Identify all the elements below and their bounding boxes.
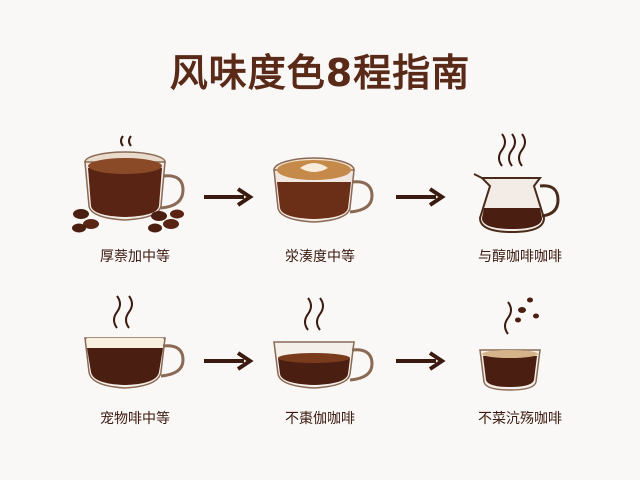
- step-5: 不棗伽咖啡: [240, 290, 400, 440]
- latte-cup-icon: [273, 157, 374, 223]
- step-1: 厚萘加中等: [55, 128, 215, 278]
- glass-coffee-cup-icon: [273, 297, 374, 389]
- step-label: 不棗伽咖啡: [285, 411, 355, 427]
- step-3: 与醇咖啡咖啡: [440, 128, 600, 278]
- arrow-right-icon: [200, 350, 256, 372]
- step-label: 泶湊度中等: [285, 249, 355, 265]
- step-label: 不菜沆殇咖啡: [478, 411, 562, 427]
- glass-with-beans-icon: [479, 297, 541, 391]
- coffee-carafe-icon: [473, 133, 560, 234]
- arrow-right-icon: [392, 186, 448, 208]
- step-6: 不菜沆殇咖啡: [440, 290, 600, 440]
- step-label: 宠物啡中等: [100, 411, 170, 427]
- step-4: 宠物啡中等: [55, 290, 215, 440]
- cream-coffee-cup-icon: [84, 295, 185, 389]
- step-label: 厚萘加中等: [100, 249, 170, 265]
- arrow-right-icon: [200, 186, 256, 208]
- step-label: 与醇咖啡咖啡: [478, 249, 562, 265]
- step-2: 泶湊度中等: [240, 128, 400, 278]
- arrow-right-icon: [392, 350, 448, 372]
- coffee-cup-with-beans-icon: [72, 135, 185, 233]
- page-title: 风味度色8程指南: [169, 51, 471, 95]
